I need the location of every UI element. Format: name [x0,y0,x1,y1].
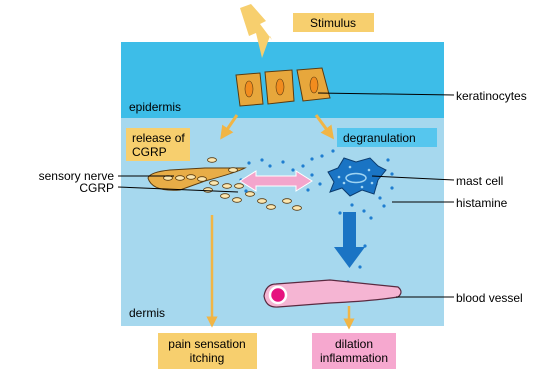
degranulation-label: degranulation [343,131,416,145]
stimulus-label: Stimulus [310,16,356,30]
keratinocytes-label: keratinocytes [456,89,527,103]
dermis-label: dermis [129,306,165,320]
vessel-lumen [270,287,286,303]
pain-label-line2: itching [190,351,225,365]
release-cgrp-label-line2: CGRP [132,145,167,159]
release-cgrp-label-line1: release of [132,131,185,145]
blood-vessel-label: blood vessel [456,291,523,305]
epidermis-label: epidermis [129,100,181,114]
cgrp-label: CGRP [79,181,114,195]
mast-cell-label: mast cell [456,174,503,188]
pain-label-line1: pain sensation [168,337,245,351]
histamine-label: histamine [456,196,508,210]
dilation-label-line1: dilation [335,337,373,351]
mast-cell-nucleus [346,174,366,183]
dilation-label-line2: inflammation [320,351,388,365]
